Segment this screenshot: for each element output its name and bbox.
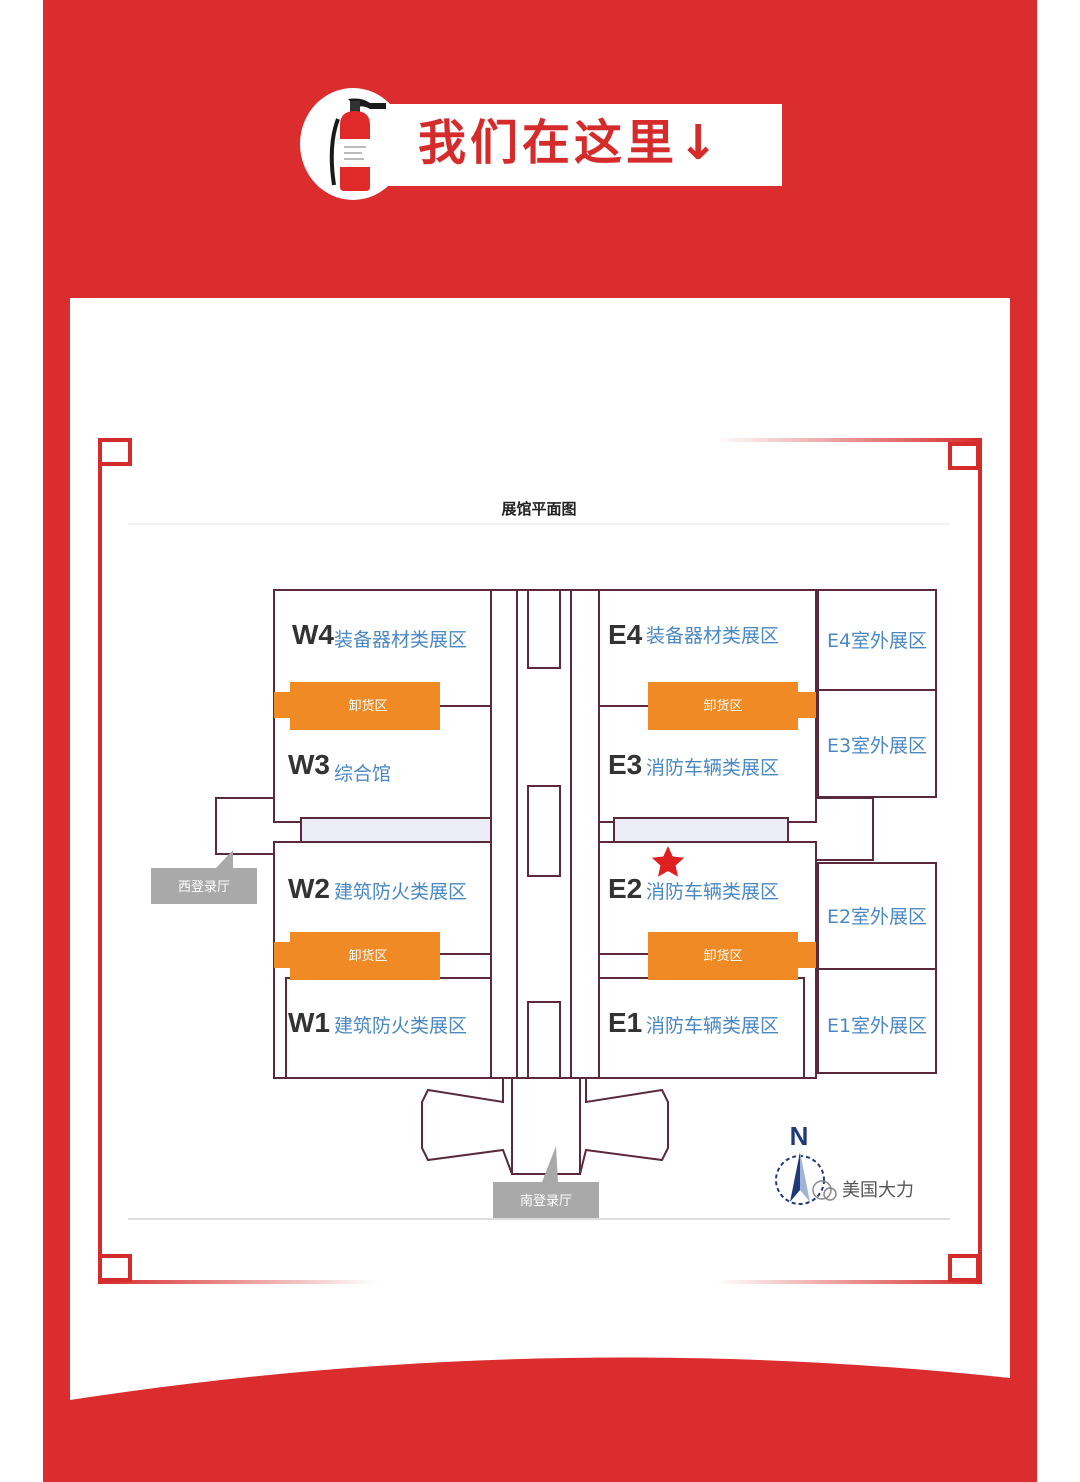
compass-north-label: N <box>790 1121 809 1151</box>
hall-code-e2: E2 <box>608 873 642 904</box>
hall-name-e1: 消防车辆类展区 <box>646 1015 779 1037</box>
hall-name-e4: 装备器材类展区 <box>646 625 779 647</box>
building-walls <box>215 589 937 1175</box>
south-lobby: 南登录厅 <box>493 1146 599 1218</box>
watermark: 美国大力 <box>812 1180 914 1201</box>
bottom-wave <box>70 1357 1010 1482</box>
hall-code-w2: W2 <box>288 873 330 904</box>
hall-code-e4: E4 <box>608 619 643 650</box>
map-frame <box>98 438 982 1284</box>
floor-plan-drawing: 卸货区 卸货区 卸货区 卸货区 W4 装备器材类展区 W3 综合馆 W2 建筑防… <box>128 523 950 1220</box>
map-title: 展馆平面图 <box>501 500 577 518</box>
outdoor-labels: E4室外展区 E3室外展区 E2室外展区 E1室外展区 <box>827 630 927 1037</box>
hall-name-w3: 综合馆 <box>334 763 391 785</box>
left-margin <box>0 0 43 1482</box>
floor-plan: 展馆平面图 <box>128 490 950 1220</box>
hall-code-e3: E3 <box>608 749 642 780</box>
unloading-zone-label: 卸货区 <box>348 948 387 964</box>
hall-code-e1: E1 <box>608 1007 642 1038</box>
hall-name-e2: 消防车辆类展区 <box>646 881 779 903</box>
hall-name-w4: 装备器材类展区 <box>334 629 467 651</box>
compass-icon: N <box>775 1121 825 1205</box>
page-title: 我们在这里↓ <box>418 115 723 171</box>
south-lobby-label: 南登录厅 <box>520 1193 572 1209</box>
unloading-zone-label: 卸货区 <box>703 948 742 964</box>
hall-code-w4: W4 <box>292 619 334 650</box>
right-margin <box>1037 0 1080 1482</box>
west-lobby: 西登录厅 <box>151 850 257 904</box>
unloading-zone-label: 卸货区 <box>703 698 742 714</box>
unloading-zone-label: 卸货区 <box>348 698 387 714</box>
watermark-text: 美国大力 <box>842 1180 914 1201</box>
west-lobby-label: 西登录厅 <box>178 880 230 895</box>
location-star-icon <box>651 846 685 877</box>
outdoor-area-e1: E1室外展区 <box>827 1015 927 1037</box>
hall-code-w1: W1 <box>288 1007 330 1038</box>
fire-extinguisher-icon <box>329 98 386 191</box>
unloading-zones: 卸货区 卸货区 卸货区 卸货区 <box>274 682 816 980</box>
outdoor-area-e4: E4室外展区 <box>827 630 927 652</box>
hall-name-w2: 建筑防火类展区 <box>334 881 467 903</box>
hall-code-w3: W3 <box>288 749 330 780</box>
title-banner: 我们在这里↓ <box>300 88 782 204</box>
title-banner-bar <box>370 104 782 186</box>
hall-name-w1: 建筑防火类展区 <box>334 1015 467 1037</box>
hall-name-e3: 消防车辆类展区 <box>646 757 779 779</box>
outdoor-area-e3: E3室外展区 <box>827 735 927 757</box>
outdoor-area-e2: E2室外展区 <box>827 906 927 928</box>
hall-labels: W4 装备器材类展区 W3 综合馆 W2 建筑防火类展区 W1 建筑防火类展区 … <box>288 619 779 1038</box>
